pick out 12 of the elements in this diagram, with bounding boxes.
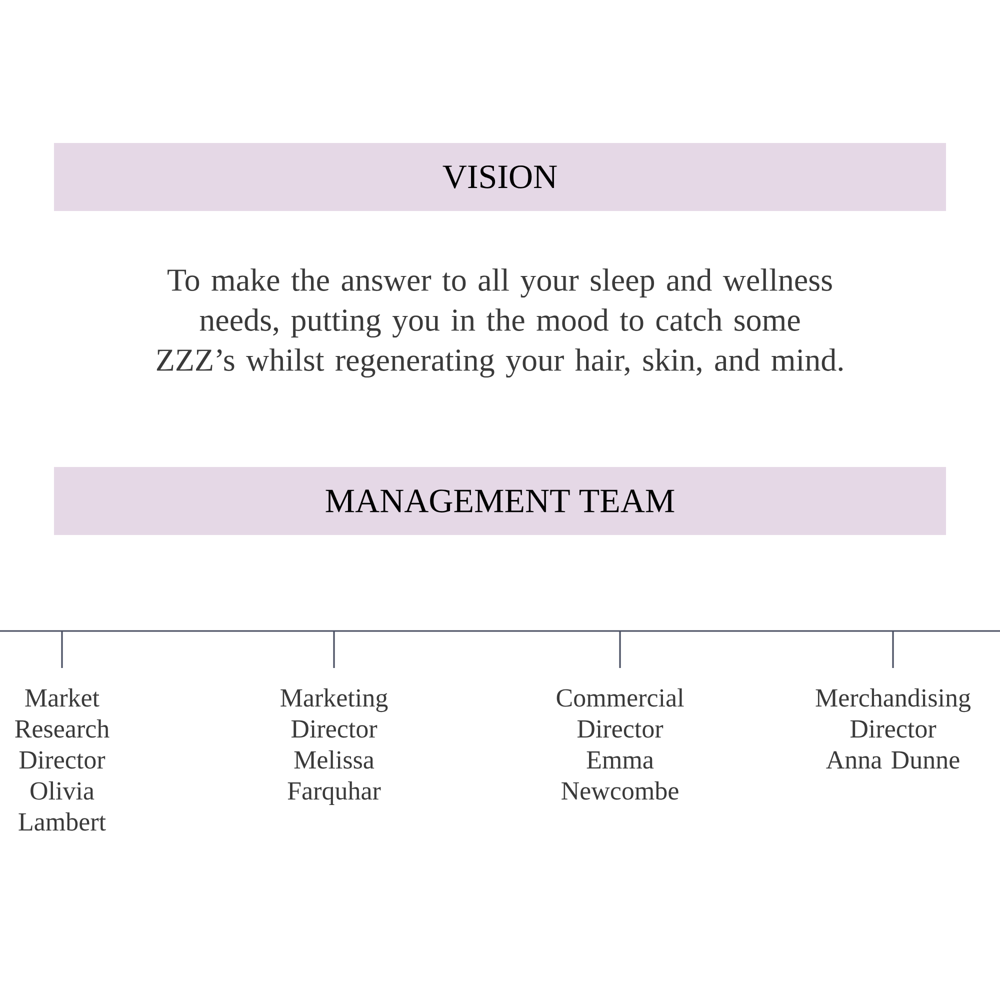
connector-line (619, 631, 621, 668)
connector-line (0, 630, 1000, 632)
role-text: Market Research Director Olivia Lambert (15, 688, 110, 831)
role-text: Commercial Director Emma Newcombe (556, 688, 684, 800)
role-text: Merchandising Director Anna Dunne (816, 688, 971, 769)
role-text: Marketing Director Melissa Farquhar (280, 688, 388, 805)
connector-line (892, 631, 894, 668)
heading-band: MANAGEMENT TEAM (54, 467, 946, 535)
connector-line (333, 631, 335, 668)
connector-line (61, 631, 63, 668)
heading-band: VISION (54, 143, 946, 211)
vision-statement: To make the answer to all your sleep and wellness needs, putting you in the mood to catch some ZZZ’s whilst regenerating your hair, skin, and mind. (156, 268, 843, 378)
